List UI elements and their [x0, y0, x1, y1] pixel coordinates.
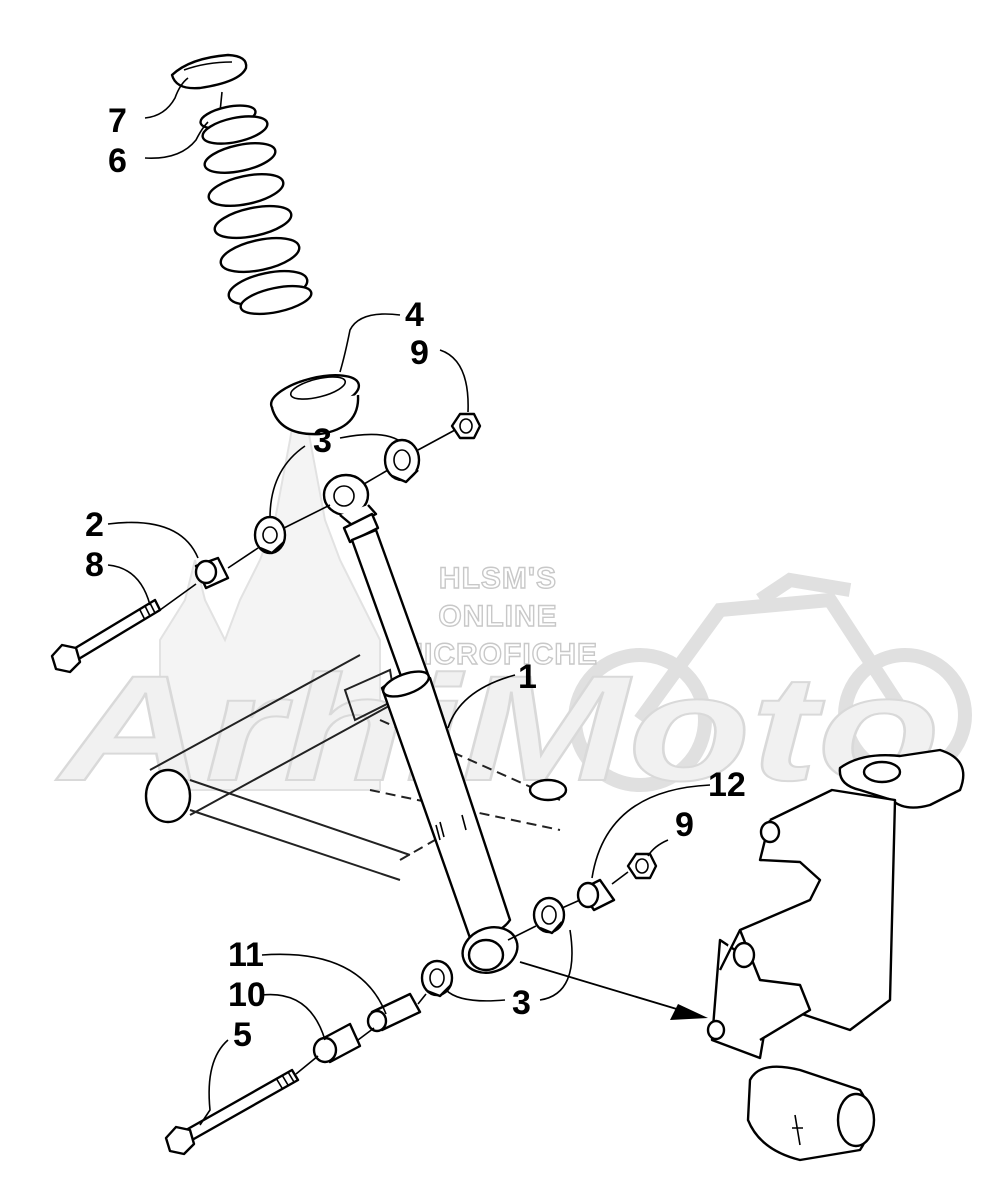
- callout-1: 1: [518, 658, 537, 696]
- leader-3-bottom: [445, 929, 573, 1002]
- mounting-arrow: [519, 961, 708, 1020]
- leader-2: [107, 521, 199, 559]
- callout-10: 10: [228, 976, 266, 1014]
- assembly-lines: [159, 429, 629, 1075]
- callouts: 7 6 4 9 3 2 8 1 12 9 3 11 10 5: [85, 102, 746, 1054]
- watermark-line-1: HLSM'S: [439, 562, 557, 595]
- callout-6: 6: [108, 142, 127, 180]
- leader-1: [447, 674, 516, 729]
- leader-12: [591, 784, 711, 879]
- callout-9-top: 9: [410, 334, 429, 372]
- watermark-brand: ArhiMoto: [55, 644, 940, 812]
- callout-11: 11: [228, 936, 264, 974]
- watermark-line-3: MICROFICHE: [398, 638, 598, 671]
- callout-7: 7: [108, 102, 127, 140]
- watermark: ArhiMoto HLSM'S ONLINE MICROFICHE: [54, 379, 972, 813]
- part-7-spring-cap: [170, 53, 248, 113]
- leader-9-bottom: [647, 839, 669, 857]
- watermark-church-silhouette: [159, 379, 381, 791]
- part-1-shock-absorber: [322, 473, 519, 974]
- part-8-upper-bolt: [50, 598, 162, 674]
- leader-9-top: [439, 349, 469, 413]
- callout-3-top: 3: [313, 422, 332, 460]
- leader-4: [339, 313, 401, 373]
- callout-4: 4: [405, 296, 424, 334]
- callout-5: 5: [233, 1016, 252, 1054]
- part-6-coil-spring: [199, 104, 313, 316]
- part-3-bushing-upper-right: [383, 438, 421, 484]
- leader-8: [107, 564, 151, 606]
- part-9-nut-top: [450, 412, 482, 440]
- part-3-bushing-upper-left: [253, 515, 287, 555]
- leader-11: [261, 953, 387, 1015]
- leader-lines: [107, 77, 711, 1126]
- part-4-spring-seat: [269, 374, 361, 436]
- part-3-bushing-lower-left: [420, 959, 454, 998]
- leader-5: [199, 1039, 229, 1126]
- callout-12: 12: [708, 766, 746, 804]
- leader-10: [261, 993, 326, 1041]
- callout-3-bottom: 3: [512, 984, 531, 1022]
- callout-9-bottom: 9: [675, 806, 694, 844]
- part-2-sleeve: [194, 556, 230, 590]
- part-9-nut-bottom: [626, 852, 658, 880]
- part-12-spacer: [576, 878, 616, 912]
- part-5-lower-bolt: [164, 1068, 300, 1156]
- part-3-bushing-lower-right: [532, 896, 566, 935]
- steering-knuckle: [706, 748, 965, 1162]
- watermark-line-2: ONLINE: [438, 600, 557, 633]
- callout-8: 8: [85, 546, 104, 584]
- callout-2: 2: [85, 506, 104, 544]
- leader-7: [144, 77, 189, 119]
- leader-6: [144, 121, 209, 159]
- part-11-sleeve: [366, 992, 422, 1033]
- leader-3-top: [269, 433, 399, 519]
